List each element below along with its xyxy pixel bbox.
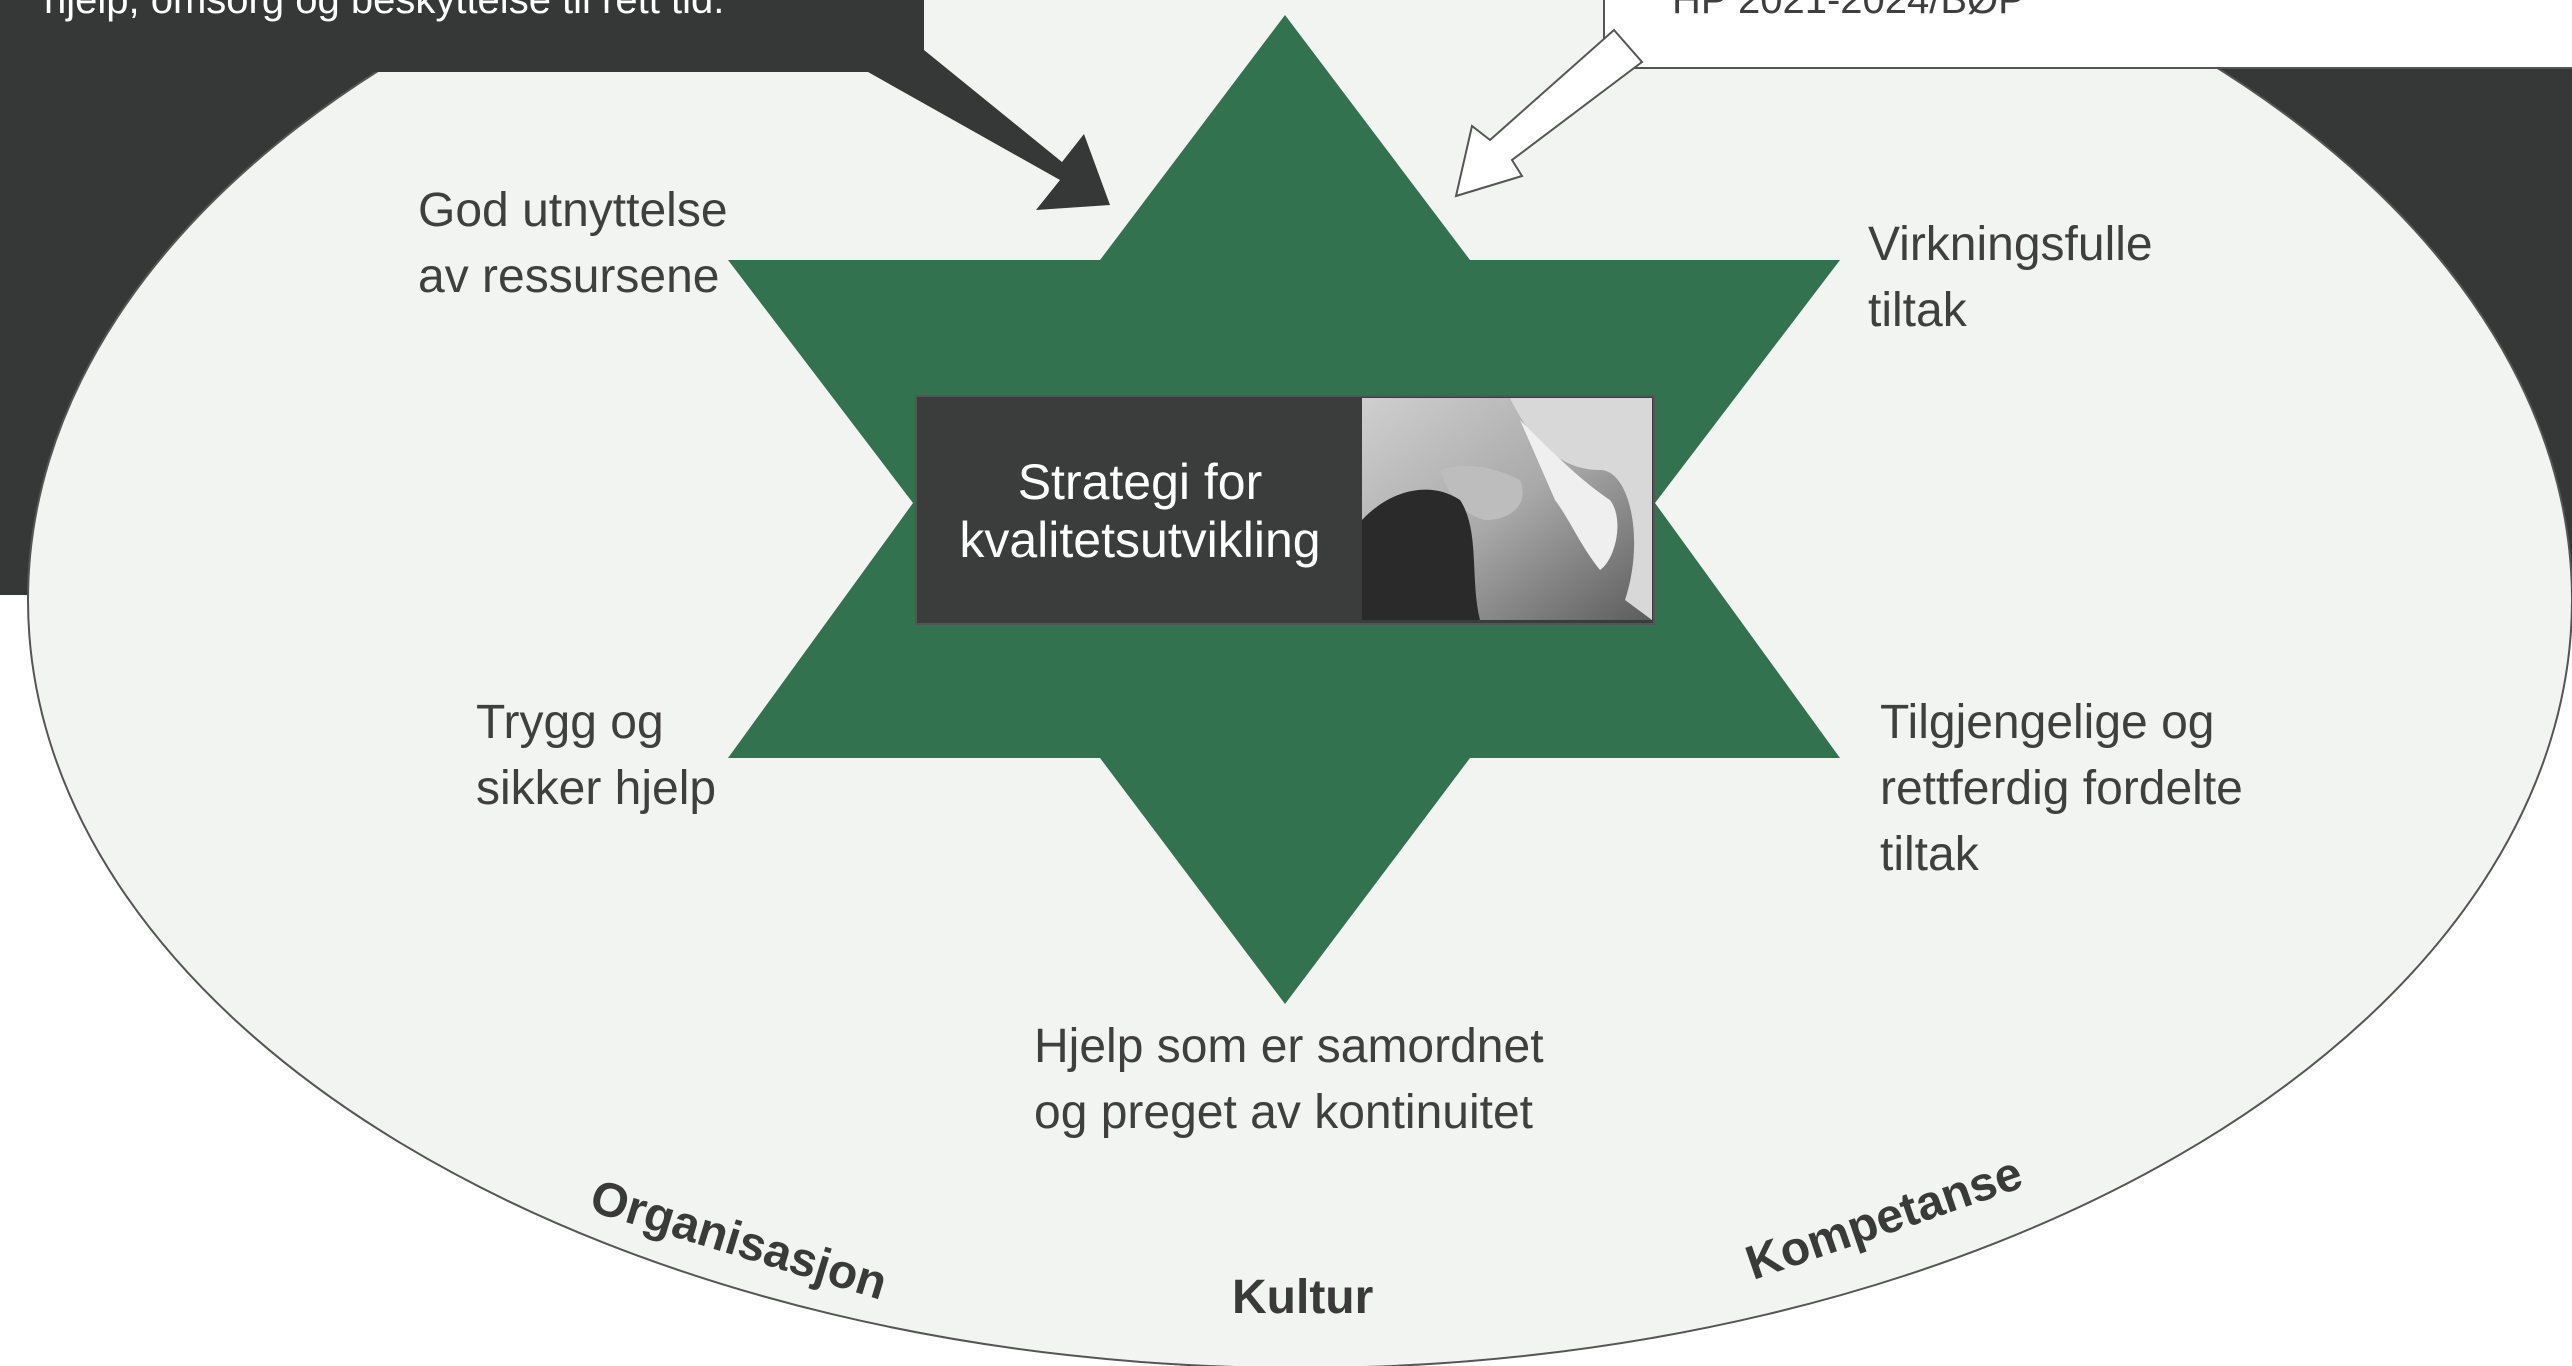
callout-left-box (0, 0, 924, 72)
callout-right-text: HP 2021-2024/BØP (1672, 0, 2025, 22)
callout-right-box (1603, 0, 2572, 69)
star-point-bottom-right-label: Tilgjengelige og rettferdig fordelte til… (1880, 696, 2243, 881)
callout-right-arrow (1454, 28, 1644, 198)
dimension-kultur-label: Kultur (1232, 1271, 1374, 1324)
hand-holding-child-photo (1362, 398, 1652, 620)
star-point-bottom-label: Hjelp som er samordnet og preget av kont… (1034, 1020, 1544, 1139)
center-box-title: Strategi for kvalitetsutvikling (959, 454, 1321, 568)
star-point-bottom-left-label: Trygg og sikker hjelp (476, 696, 717, 815)
star-point-top-right-label: Virkningsfulle tiltak (1868, 218, 2153, 337)
callout-left-text: hjelp, omsorg og beskyttelse til rett ti… (44, 0, 725, 22)
star-point-top-left-label: God utnyttelse av ressursene (418, 184, 728, 303)
callout-left-arrow (868, 50, 1110, 210)
